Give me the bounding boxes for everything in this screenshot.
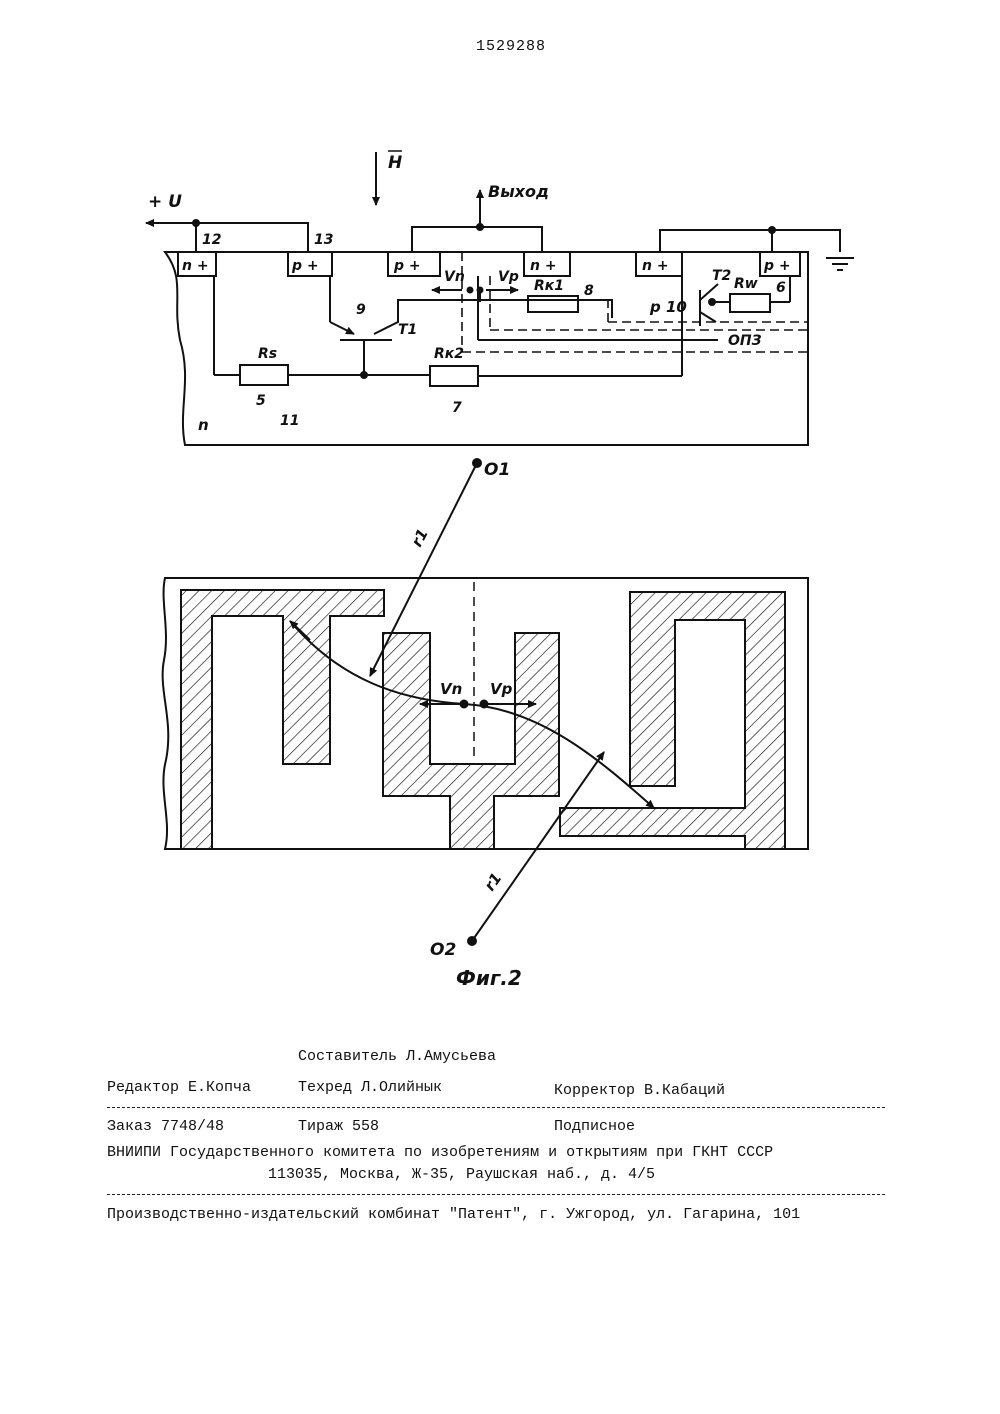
p-plus-mid-label: p + (393, 258, 421, 274)
n-plus-right-label: n + (642, 258, 669, 274)
rw-label: Rw (734, 276, 758, 292)
resistor-rk1 (528, 296, 578, 312)
vn-label-top: Vn (444, 269, 465, 285)
label-7: 7 (452, 400, 462, 416)
vp-label-top: Vp (498, 269, 519, 285)
output-wire (412, 227, 542, 252)
label-5: 5 (256, 393, 266, 409)
order-line: Заказ 7748/48 (107, 1118, 224, 1135)
p-region-label: p 10 (649, 298, 687, 316)
vn-label-bottom: Vn (440, 680, 462, 698)
p-plus-right-label: p + (763, 258, 791, 274)
divider-top (107, 1107, 885, 1108)
rk1-label: Rк1 (534, 278, 564, 294)
publisher-line: Производственно-издательский комбинат "П… (107, 1206, 800, 1223)
address-line: 113035, Москва, Ж-35, Раушская наб., д. … (268, 1166, 655, 1183)
o2-label: O2 (430, 940, 456, 960)
electrode-right (560, 592, 785, 849)
divider-bottom (107, 1194, 885, 1195)
corrector-line: Корректор В.Кабаций (554, 1082, 725, 1099)
circulation-line: Тираж 558 (298, 1118, 379, 1135)
subscription-line: Подписное (554, 1118, 635, 1135)
topology-diagram (163, 459, 808, 945)
t1-label: T1 (398, 322, 417, 338)
center-o2 (468, 937, 476, 945)
label-9: 9 (356, 302, 366, 318)
editor-line: Редактор Е.Копча (107, 1079, 251, 1096)
label-8: 8 (584, 283, 594, 299)
n-plus-left-label: n + (182, 258, 209, 274)
label-6: 6 (776, 280, 786, 296)
supply-label: + U (148, 192, 182, 212)
label-11: 11 (280, 413, 299, 429)
rk2-label: Rк2 (434, 346, 464, 362)
p-plus-left-label: p + (291, 258, 319, 274)
o1-label: O1 (484, 460, 510, 480)
figure-caption: Фиг.2 (456, 966, 522, 990)
output-label: Выход (488, 182, 549, 201)
n-plus-mid-label: n + (530, 258, 557, 274)
t2-label: T2 (712, 268, 731, 284)
resistor-rs (240, 365, 288, 385)
label-13: 13 (314, 232, 333, 248)
ground-wire (660, 230, 840, 252)
radius-top-label: r1 (408, 526, 432, 550)
resistor-rk2 (430, 366, 478, 386)
field-label: H (388, 153, 402, 173)
electrode-left (181, 590, 384, 849)
label-12: 12 (202, 232, 221, 248)
compiler-line: Составитель Л.Амусьева (298, 1048, 496, 1065)
figure-2: + U H Выход n + p + p + n + n + p + 12 1… (0, 0, 1000, 1000)
substrate-label: n (198, 416, 209, 434)
institute-line: ВНИИПИ Государственного комитета по изоб… (107, 1144, 773, 1161)
zone-label: ОПЗ (728, 333, 762, 349)
center-o1 (473, 459, 481, 467)
resistor-rw (730, 294, 770, 312)
radius-bottom-label: r1 (481, 869, 506, 894)
vp-label-bottom: Vp (490, 680, 513, 698)
electrode-middle (383, 633, 559, 849)
techred-line: Техред Л.Олийнык (298, 1079, 442, 1096)
rs-label: Rs (258, 346, 277, 362)
